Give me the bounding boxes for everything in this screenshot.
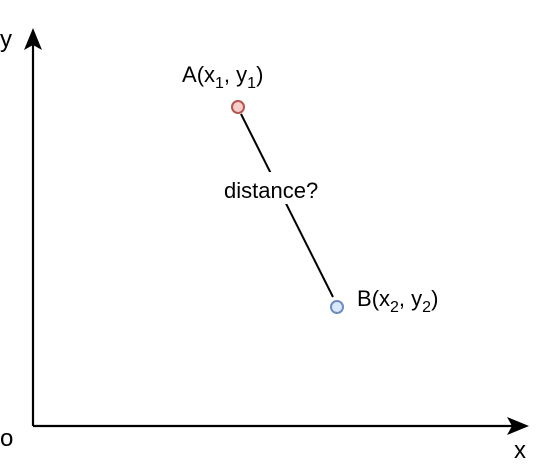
point-a-sep: , y (224, 62, 247, 87)
x-axis-arrow (507, 417, 529, 435)
distance-segment (240, 113, 334, 298)
y-axis-arrow (24, 28, 42, 50)
point-b-name: B (357, 286, 372, 311)
y-axis-label: y (0, 26, 12, 53)
point-b-sub-y: 2 (422, 299, 431, 316)
point-a-sub-x: 1 (215, 75, 224, 92)
point-b-open: (x (372, 286, 390, 311)
point-b-label: B(x2, y2) (357, 286, 438, 316)
point-b-sep: , y (399, 286, 422, 311)
point-b-close: ) (431, 286, 438, 311)
point-b-marker (330, 300, 344, 314)
segment-label-bg (222, 172, 346, 204)
point-a-name: A (182, 62, 197, 87)
point-a-close: ) (256, 62, 263, 87)
point-a-marker (231, 100, 245, 114)
x-axis-label: x (514, 437, 526, 464)
point-a-sub-y: 1 (247, 75, 256, 92)
point-b-sub-x: 2 (390, 299, 399, 316)
segment-label: distance? (224, 178, 318, 203)
origin-label: o (0, 425, 13, 452)
point-a-label: A(x1, y1) (182, 62, 263, 92)
point-a-open: (x (197, 62, 215, 87)
